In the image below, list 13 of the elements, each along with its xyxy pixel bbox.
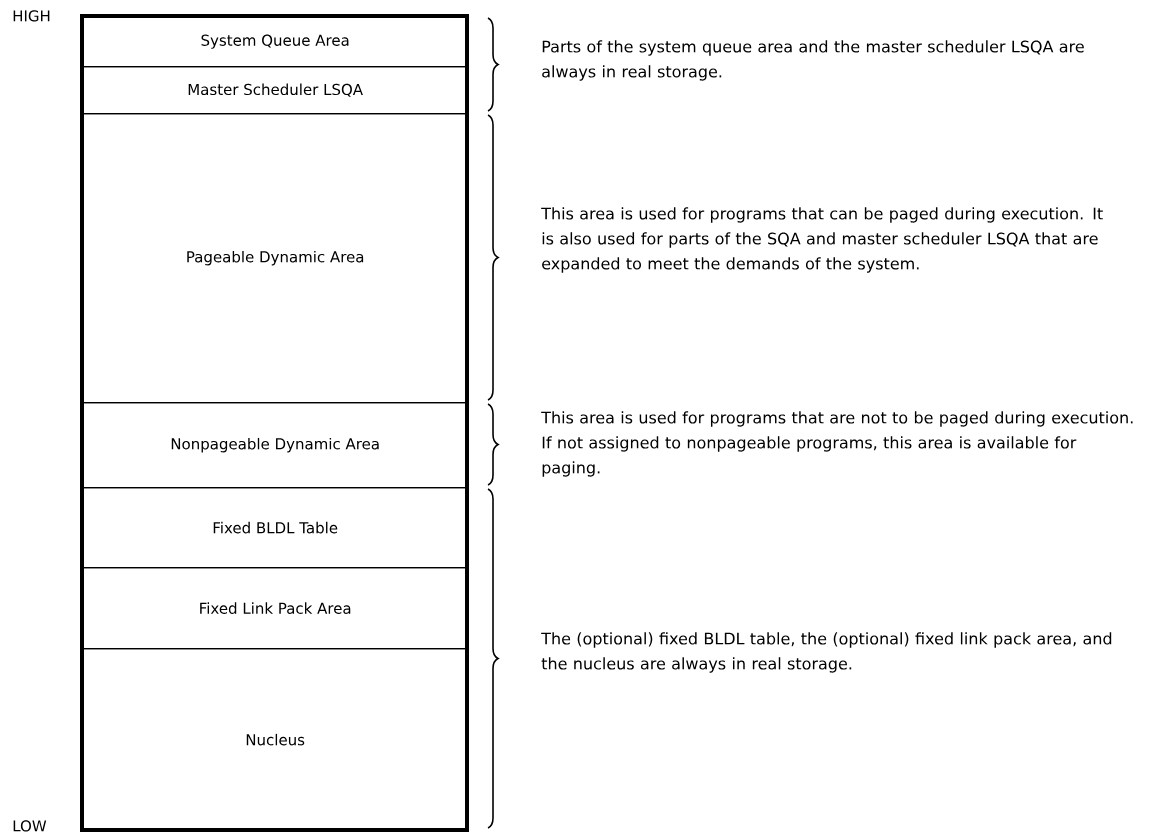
description-text: The (optional) fixed BLDL table, the (optional) fixed link pack area, and the nucleus are always in real storage. bbox=[541, 632, 1112, 673]
storage-area-band: Nucleus bbox=[82, 648, 469, 832]
storage-area-band: Fixed Link Pack Area bbox=[82, 567, 469, 650]
storage-area-band: Master Scheduler LSQA bbox=[82, 66, 469, 115]
description-text: Parts of the system queue area and the master scheduler LSQA are always in real storage. bbox=[542, 40, 1084, 81]
address-label: HIGH bbox=[13, 10, 50, 22]
description-text: This area is used for programs that can be paged during execution. It is also used for parts of the SQA and master scheduler LSQA that are expanded to meet the demands of the system. bbox=[541, 207, 1103, 273]
storage-area-band: Nonpageable Dynamic Area bbox=[82, 402, 469, 489]
node-label: System Queue Area bbox=[201, 34, 349, 49]
description-text: This area is used for programs that are not to be paged during execution. If not assigned to nonpageable programs, this area is available for paging. bbox=[541, 411, 1133, 477]
storage-area-band: Pageable Dynamic Area bbox=[82, 113, 469, 404]
storage-area-band: Fixed BLDL Table bbox=[82, 487, 469, 569]
address-label: LOW bbox=[13, 820, 47, 832]
